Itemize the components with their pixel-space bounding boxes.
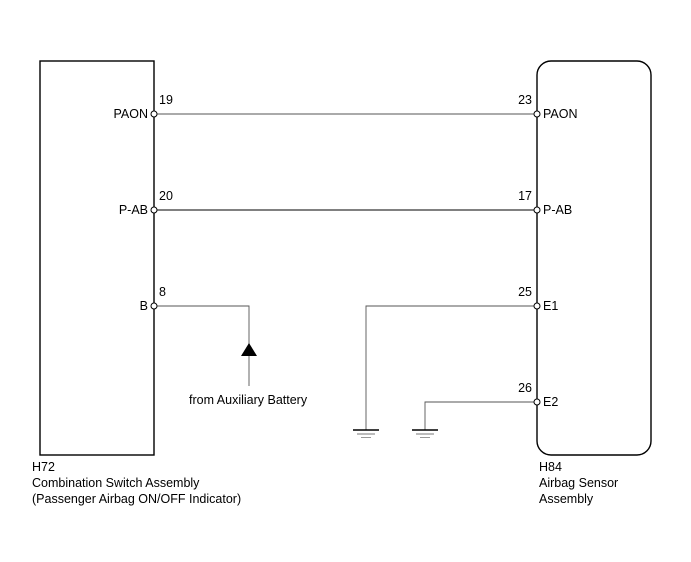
pin-number-20: 20 (159, 189, 173, 203)
right-component-name-line1: Airbag Sensor (539, 476, 618, 490)
terminal-name-p-ab-left: P-AB (119, 203, 148, 217)
left-component-code: H72 (32, 460, 55, 474)
terminal-name-paon-right: PAON (543, 107, 578, 121)
terminal-name-b-left: B (140, 299, 148, 313)
pin-connector-icon (150, 110, 158, 118)
pin-connector-icon (150, 206, 158, 214)
right-component-name-line2: Assembly (539, 492, 594, 506)
pin-number-23: 23 (518, 93, 532, 107)
terminal-name-paon-left: PAON (114, 107, 149, 121)
terminal-name-e1: E1 (543, 299, 558, 313)
combination-switch-box (39, 60, 155, 456)
pin-number-17: 17 (518, 189, 532, 203)
up-arrow-icon (241, 343, 257, 356)
ground-icon (412, 429, 438, 438)
pin-number-19: 19 (159, 93, 173, 107)
airbag-sensor-box (536, 60, 652, 456)
pin-connector-icon (533, 110, 541, 118)
pin-number-26: 26 (518, 381, 532, 395)
power-source-label: from Auxiliary Battery (189, 393, 308, 407)
ground-icon (353, 429, 379, 438)
pin-number-25: 25 (518, 285, 532, 299)
wire-e1-ground (365, 305, 534, 430)
pin-connector-icon (533, 398, 541, 406)
pin-connector-icon (533, 206, 541, 214)
pin-connector-icon (150, 302, 158, 310)
right-component-code: H84 (539, 460, 562, 474)
terminal-name-e2: E2 (543, 395, 558, 409)
left-component-name-line2: (Passenger Airbag ON/OFF Indicator) (32, 492, 241, 506)
wire-b-battery (157, 305, 250, 386)
left-component-name-line1: Combination Switch Assembly (32, 476, 200, 490)
wire-e2-ground (424, 401, 534, 430)
pin-connector-icon (533, 302, 541, 310)
pin-number-8: 8 (159, 285, 166, 299)
terminal-name-p-ab-right: P-AB (543, 203, 572, 217)
